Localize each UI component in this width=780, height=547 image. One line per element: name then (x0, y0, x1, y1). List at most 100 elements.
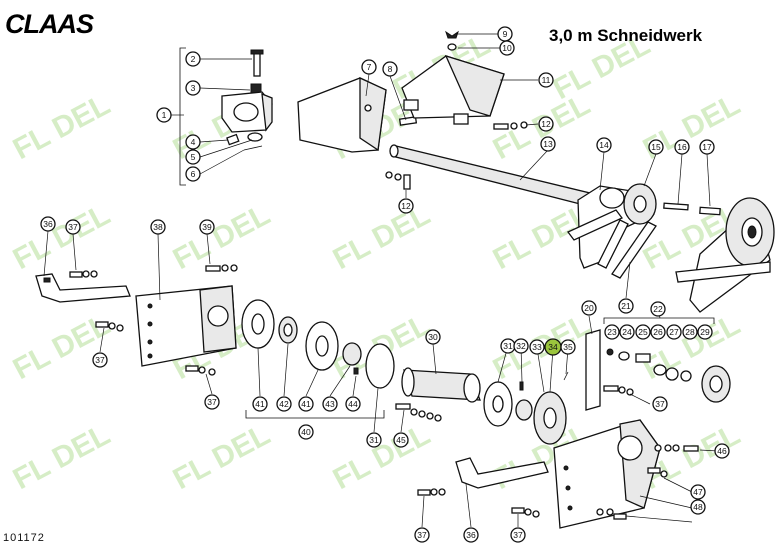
pin-8 (398, 116, 418, 126)
washer-28 (680, 370, 692, 382)
svg-text:1: 1 (162, 110, 167, 120)
svg-text:12: 12 (541, 119, 551, 129)
svg-text:37: 37 (95, 355, 105, 365)
callout-22: 22 (650, 301, 666, 317)
watermark-text: FL DEL (8, 198, 116, 276)
callout-13: 13 (540, 136, 556, 152)
bolts-37-right (596, 508, 627, 520)
callout-45: 45 (393, 432, 409, 448)
pin-32 (519, 381, 524, 391)
callout-37-c: 37 (204, 394, 220, 410)
callout-29: 29 (697, 324, 713, 340)
svg-text:37: 37 (207, 397, 217, 407)
callout-4: 4 (185, 134, 201, 150)
callout-layer: 1 2 3 4 5 6 7 8 9 10 11 12 12 13 14 15 1… (40, 26, 730, 543)
svg-text:41: 41 (255, 399, 265, 409)
callout-31-left: 31 (366, 432, 382, 448)
callout-43: 43 (322, 396, 338, 412)
callout-27: 27 (666, 324, 682, 340)
flange-31-a (365, 343, 395, 389)
bracket-36-bottom (455, 457, 549, 489)
callout-39: 39 (199, 219, 215, 235)
callout-32: 32 (513, 338, 529, 354)
callout-37-f: 37 (510, 527, 526, 543)
svg-text:17: 17 (702, 142, 712, 152)
svg-text:4: 4 (191, 137, 196, 147)
bolt-47 (647, 467, 668, 478)
wingnut-9 (445, 30, 459, 39)
callout-3: 3 (185, 80, 201, 96)
bolt-25 (635, 353, 651, 363)
svg-text:45: 45 (396, 435, 406, 445)
callout-16: 16 (674, 139, 690, 155)
svg-text:42: 42 (279, 399, 289, 409)
svg-text:48: 48 (693, 502, 703, 512)
callout-8: 8 (382, 61, 398, 77)
callout-36-bottom: 36 (463, 527, 479, 543)
watermark-text: FL DEL (638, 308, 746, 386)
callout-47: 47 (690, 484, 706, 500)
svg-text:7: 7 (367, 62, 372, 72)
svg-text:6: 6 (191, 169, 196, 179)
svg-text:20: 20 (584, 303, 594, 313)
svg-text:13: 13 (543, 139, 553, 149)
svg-text:33: 33 (532, 342, 542, 352)
callout-37-e: 37 (414, 527, 430, 543)
callout-37-a: 37 (65, 219, 81, 235)
callout-37-d: 37 (652, 396, 668, 412)
callout-12-top: 12 (538, 116, 554, 132)
callout-9: 9 (497, 26, 513, 42)
callout-37-b: 37 (92, 352, 108, 368)
svg-text:30: 30 (428, 332, 438, 342)
group-bracket-22 (603, 317, 715, 324)
svg-text:16: 16 (677, 142, 687, 152)
cover-11-clip-b (453, 113, 469, 125)
callout-24: 24 (619, 324, 635, 340)
callout-35: 35 (560, 339, 576, 355)
svg-text:32: 32 (516, 341, 526, 351)
callout-11: 11 (538, 72, 554, 88)
callout-41-b: 41 (298, 396, 314, 412)
callout-21: 21 (618, 298, 634, 314)
bolt-16 (663, 202, 689, 211)
callout-6: 6 (185, 166, 201, 182)
nut-27 (665, 367, 679, 381)
drawing-code: 101172 (3, 532, 45, 544)
svg-text:44: 44 (348, 399, 358, 409)
callout-42: 42 (276, 396, 292, 412)
sleeve-43 (342, 342, 362, 366)
callout-2: 2 (185, 51, 201, 67)
callout-14: 14 (596, 137, 612, 153)
watermark-text: FL DEL (8, 308, 116, 386)
svg-text:41: 41 (301, 399, 311, 409)
svg-text:5: 5 (191, 152, 196, 162)
clip-35 (563, 371, 569, 381)
callout-38: 38 (150, 219, 166, 235)
callout-20: 20 (581, 300, 597, 316)
svg-text:37: 37 (68, 222, 78, 232)
svg-text:12: 12 (401, 201, 411, 211)
svg-text:26: 26 (653, 327, 663, 337)
svg-text:22: 22 (653, 304, 663, 314)
bolt-39 (205, 264, 238, 272)
callout-48: 48 (690, 499, 706, 515)
brand-logo: CLAAS (5, 9, 94, 39)
callout-25: 25 (635, 324, 651, 340)
svg-text:27: 27 (669, 327, 679, 337)
callout-1: 1 (156, 107, 172, 123)
callout-17: 17 (699, 139, 715, 155)
svg-text:3: 3 (191, 83, 196, 93)
callout-28: 28 (682, 324, 698, 340)
bolts-37-bottom (417, 488, 540, 518)
svg-text:47: 47 (693, 487, 703, 497)
svg-text:31: 31 (503, 341, 513, 351)
cover-11-clip-a (403, 99, 419, 111)
callout-41-a: 41 (252, 396, 268, 412)
shaft-13 (391, 145, 595, 207)
belt-strand-d (675, 261, 771, 283)
page-title: 3,0 m Schneidwerk (549, 26, 703, 45)
watermark-text: FL DEL (8, 418, 116, 496)
bolt-2 (253, 51, 261, 77)
leader-lines (43, 33, 719, 528)
svg-text:36: 36 (466, 530, 476, 540)
